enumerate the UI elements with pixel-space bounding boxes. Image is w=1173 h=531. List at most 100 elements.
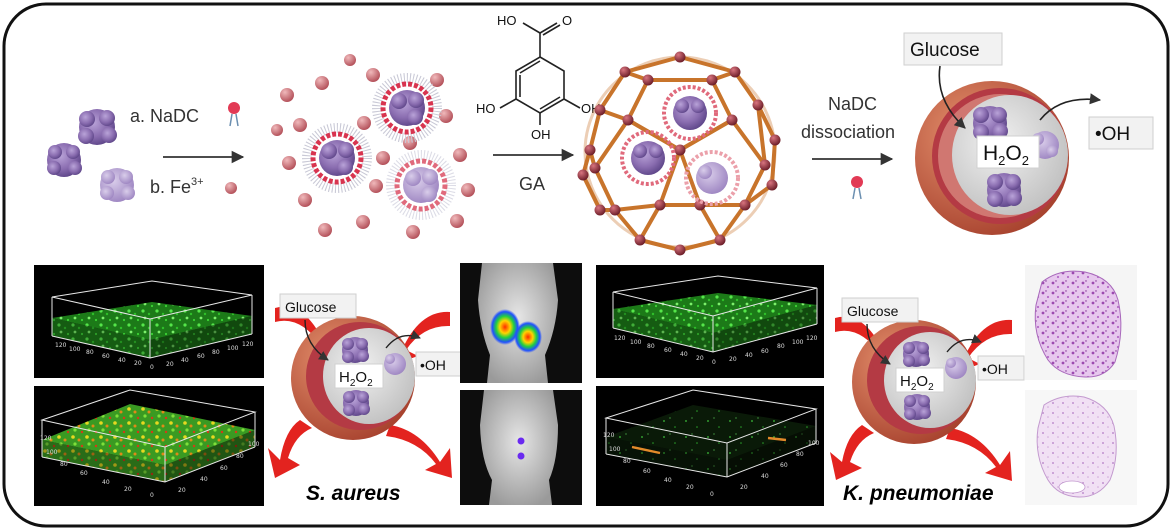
fe-ion-icon bbox=[225, 182, 237, 194]
radical-path-left bbox=[385, 330, 421, 349]
svg-text:20: 20 bbox=[740, 484, 748, 491]
svg-text:40: 40 bbox=[745, 352, 753, 359]
svg-text:80: 80 bbox=[796, 451, 804, 458]
svg-text:80: 80 bbox=[236, 453, 244, 460]
svg-text:100: 100 bbox=[792, 339, 804, 346]
svg-text:100: 100 bbox=[248, 441, 260, 448]
svg-text:120: 120 bbox=[603, 432, 615, 439]
label-fe: b. Fe3+ bbox=[150, 176, 204, 197]
tick-labels-sa-control-x: 120 100 80 60 40 20 0 20 40 60 80 100 12… bbox=[55, 341, 254, 371]
glucose-label-left: Glucose bbox=[285, 299, 337, 315]
glucose-path-right bbox=[866, 323, 891, 365]
svg-text:120: 120 bbox=[242, 341, 254, 348]
radical-box-right bbox=[977, 355, 1025, 381]
h2o2-box-top bbox=[976, 135, 1040, 169]
confocal-box-kp-control bbox=[612, 275, 818, 353]
ga-left-oh: HO bbox=[476, 101, 496, 116]
svg-text:80: 80 bbox=[212, 349, 220, 356]
svg-text:40: 40 bbox=[181, 357, 189, 364]
svg-text:60: 60 bbox=[761, 348, 769, 355]
label-nadc-dissociation-1: NaDC bbox=[828, 94, 877, 114]
bioluminescence-signal-treated-2 bbox=[517, 452, 525, 460]
svg-text:60: 60 bbox=[643, 468, 651, 475]
h2o2-box-left bbox=[334, 363, 384, 389]
glucose-path-top bbox=[938, 65, 966, 129]
svg-text:0: 0 bbox=[712, 359, 716, 366]
svg-text:120: 120 bbox=[40, 435, 52, 442]
svg-text:100: 100 bbox=[46, 449, 58, 456]
hollow-nanoreactor-top bbox=[915, 81, 1069, 235]
svg-text:60: 60 bbox=[102, 353, 110, 360]
glucose-label-right: Glucose bbox=[847, 303, 899, 319]
glucose-box-right bbox=[841, 297, 919, 323]
svg-text:100: 100 bbox=[630, 339, 642, 346]
tick-labels-sa-treated-x: 120 100 80 60 40 20 0 20 40 60 80 100 bbox=[40, 435, 260, 499]
h2o2-box-right bbox=[895, 367, 945, 393]
svg-text:100: 100 bbox=[808, 440, 820, 447]
bioluminescence-signal-treated-1 bbox=[517, 437, 525, 445]
svg-text:80: 80 bbox=[647, 343, 655, 350]
svg-text:20: 20 bbox=[696, 355, 704, 362]
confocal-box-kp-treated bbox=[604, 389, 818, 478]
lung-tissue-treated bbox=[1036, 395, 1117, 498]
confocal-box-sa-control bbox=[51, 280, 253, 359]
surfactant-icon bbox=[228, 102, 240, 127]
ga-top-o: O bbox=[562, 13, 572, 28]
biofilm-surface-sa-control bbox=[52, 302, 252, 340]
label-ga: GA bbox=[519, 174, 545, 194]
radical-box-top bbox=[1088, 116, 1154, 150]
svg-text:100: 100 bbox=[69, 346, 81, 353]
svg-text:40: 40 bbox=[761, 473, 769, 480]
ga-top-ho: HO bbox=[497, 13, 517, 28]
label-nadc: a. NaDC bbox=[130, 106, 199, 126]
svg-text:60: 60 bbox=[664, 347, 672, 354]
h2o2-label-left: H2O2 bbox=[339, 369, 373, 389]
svg-text:60: 60 bbox=[780, 462, 788, 469]
biofilm-surface-sa-treated bbox=[42, 404, 255, 465]
radical-path-top bbox=[1039, 93, 1102, 121]
svg-text:0: 0 bbox=[150, 492, 154, 499]
glucose-box-left bbox=[279, 293, 357, 319]
svg-text:20: 20 bbox=[729, 356, 737, 363]
mouse-treated bbox=[480, 390, 558, 505]
svg-text:20: 20 bbox=[686, 484, 694, 491]
svg-text:80: 80 bbox=[60, 461, 68, 468]
svg-text:0: 0 bbox=[150, 364, 154, 371]
svg-text:80: 80 bbox=[777, 343, 785, 350]
svg-text:100: 100 bbox=[609, 446, 621, 453]
tick-labels-kp-control-x: 120 100 80 60 40 20 0 20 40 60 80 100 12… bbox=[614, 335, 818, 366]
tick-labels-kp-treated-x: 120 100 80 60 40 20 0 20 40 60 80 100 bbox=[603, 432, 820, 498]
h2o2-label-top: H2O2 bbox=[983, 142, 1029, 168]
surfactant-release-icon bbox=[851, 176, 863, 200]
svg-text:40: 40 bbox=[680, 351, 688, 358]
radical-label-right: •OH bbox=[982, 361, 1008, 377]
svg-text:20: 20 bbox=[178, 487, 186, 494]
ga-bottom-oh: OH bbox=[531, 127, 551, 142]
svg-text:40: 40 bbox=[664, 477, 672, 484]
svg-text:80: 80 bbox=[623, 458, 631, 465]
label-nadc-dissociation-2: dissociation bbox=[801, 122, 895, 142]
glucose-box-top bbox=[903, 32, 1003, 66]
gallic-acid-structure bbox=[499, 22, 581, 125]
organism-label-right: K. pneumoniae bbox=[843, 482, 994, 505]
confocal-box-sa-treated bbox=[40, 389, 257, 483]
svg-text:40: 40 bbox=[200, 476, 208, 483]
micelle-cluster bbox=[271, 54, 475, 239]
organism-label-left: S. aureus bbox=[306, 482, 401, 505]
biofilm-surface-kp-control bbox=[613, 293, 817, 333]
h2o2-label-right: H2O2 bbox=[900, 373, 934, 393]
svg-text:0: 0 bbox=[710, 491, 714, 498]
svg-text:20: 20 bbox=[166, 361, 174, 368]
svg-text:40: 40 bbox=[102, 479, 110, 486]
svg-text:60: 60 bbox=[197, 353, 205, 360]
svg-text:60: 60 bbox=[220, 465, 228, 472]
svg-text:100: 100 bbox=[227, 345, 239, 352]
radical-label-top: •OH bbox=[1095, 124, 1130, 145]
svg-text:120: 120 bbox=[806, 335, 818, 342]
bioluminescence-signal-control-2 bbox=[514, 321, 542, 353]
svg-text:20: 20 bbox=[134, 360, 142, 367]
metal-phenolic-framework bbox=[577, 51, 781, 256]
debris-mark-1 bbox=[631, 445, 661, 455]
radical-label-left: •OH bbox=[420, 357, 446, 373]
